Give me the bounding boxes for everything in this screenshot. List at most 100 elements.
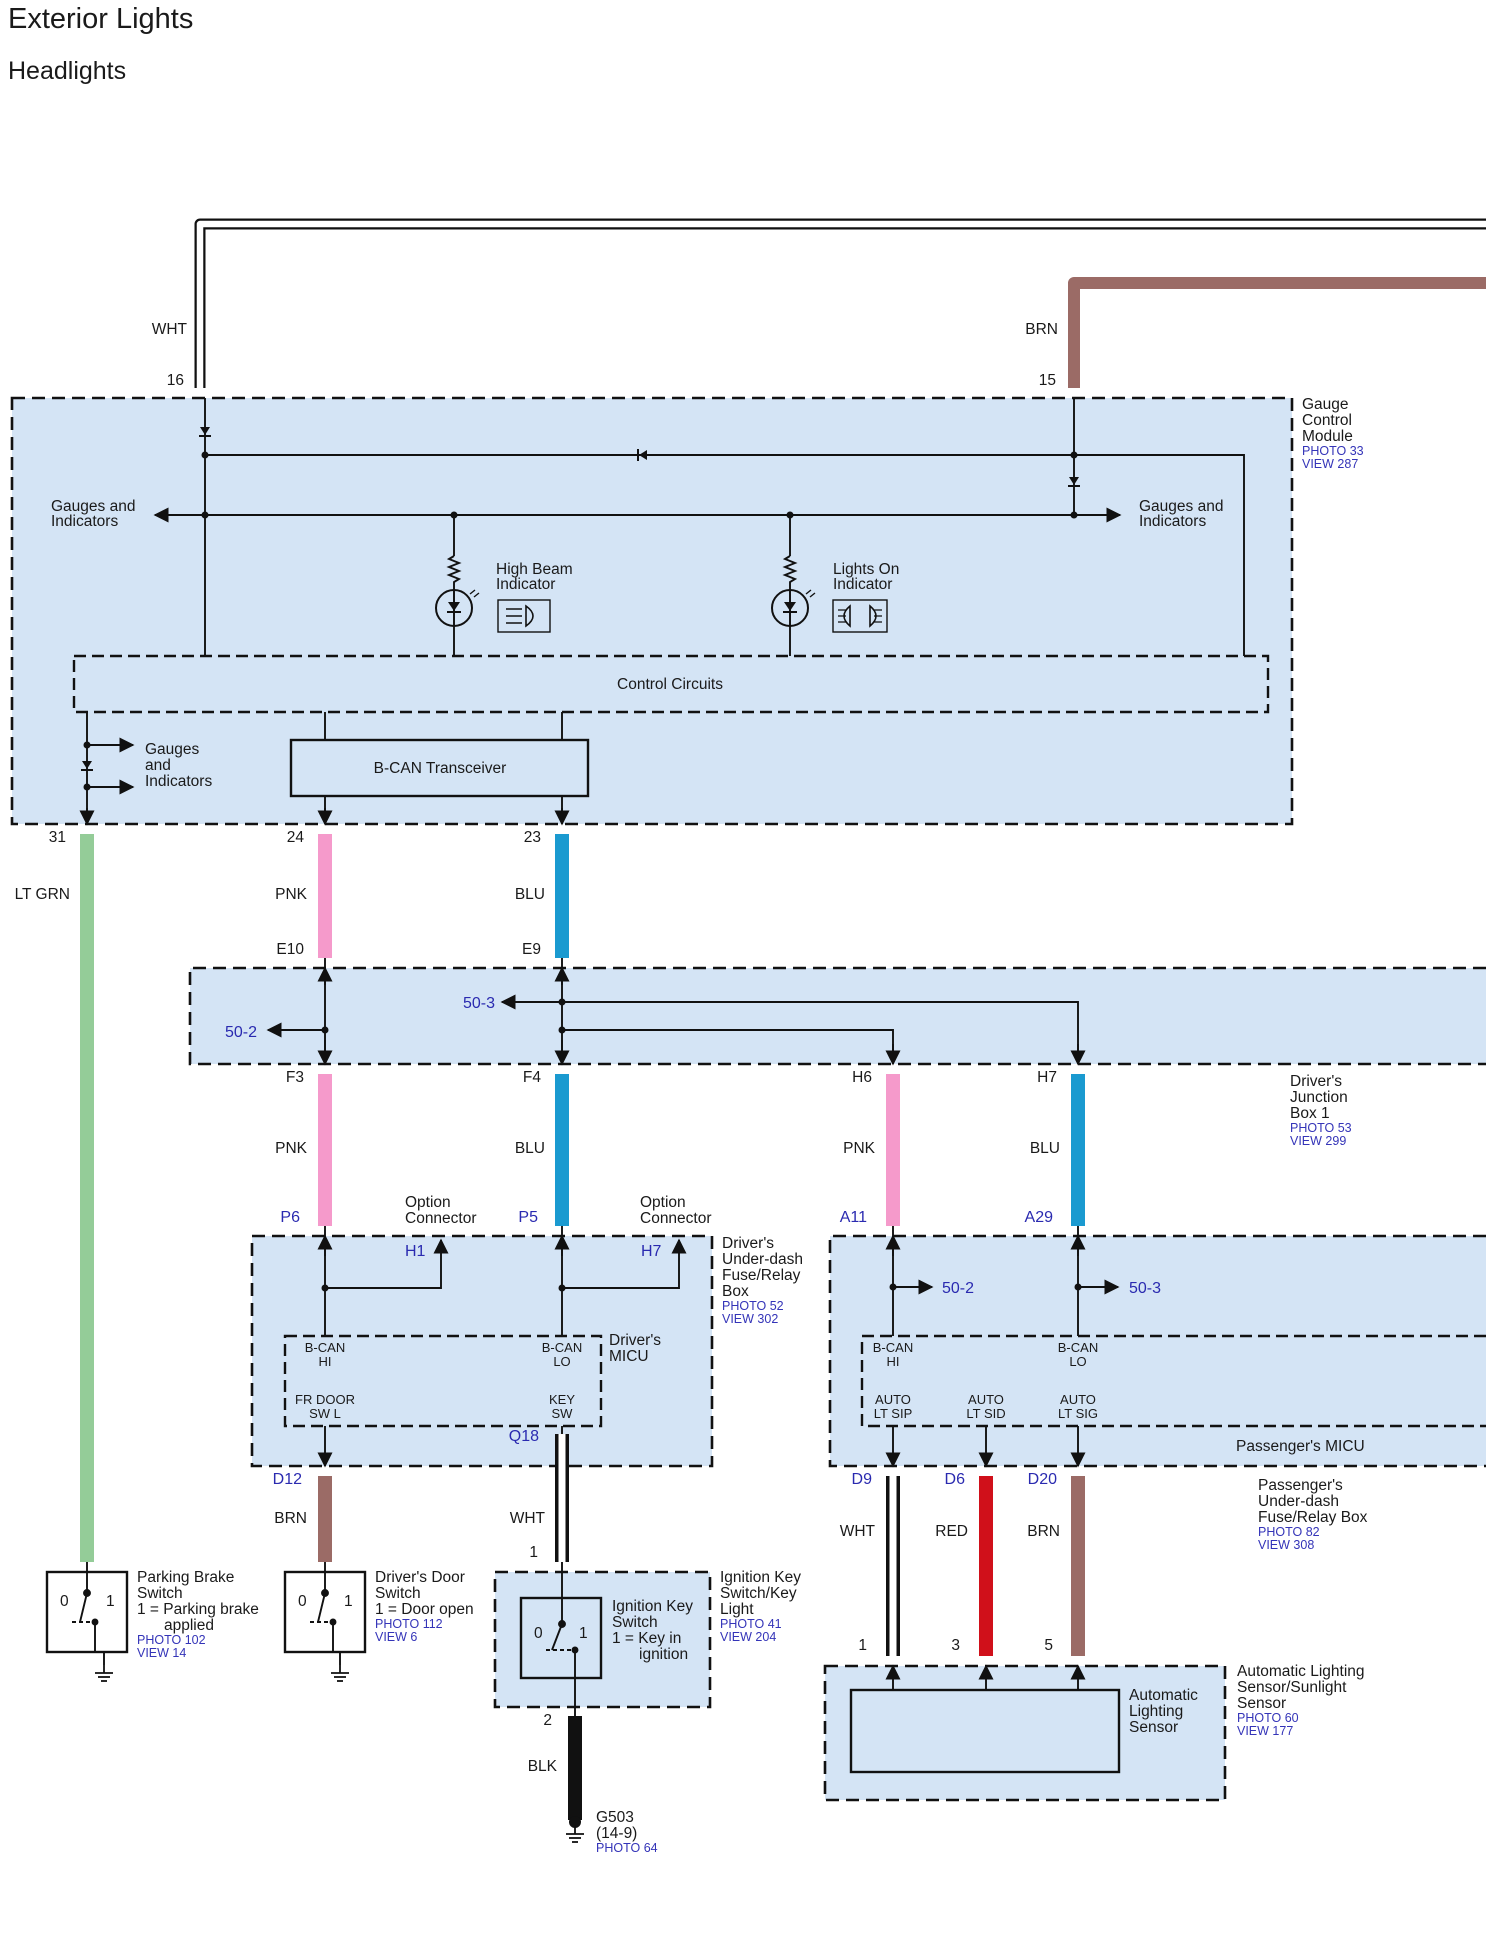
gauges-left-label: Gauges and [51, 498, 135, 515]
parking-brake-switch-symbol [72, 1562, 105, 1665]
svg-text:VIEW 6: VIEW 6 [375, 1630, 417, 1644]
ref-50-2: 50-2 [225, 1024, 257, 1041]
wire-color-label: PNK [275, 886, 308, 903]
svg-text:Automatic: Automatic [1129, 1687, 1198, 1704]
blu-wire [555, 834, 569, 958]
svg-text:Box 1: Box 1 [1290, 1105, 1330, 1122]
fr-door-label: FR DOOR [295, 1392, 355, 1407]
bcan-hi-label: B-CAN [305, 1340, 345, 1355]
pnk-wire [886, 1074, 900, 1226]
auto-lt-sid-label: AUTO [968, 1392, 1004, 1407]
sensor-inner-label: Automatic Lighting Sensor [1129, 1687, 1198, 1736]
auto-lt-sig-label: LT SIG [1058, 1406, 1098, 1421]
svg-text:Sensor/Sunlight: Sensor/Sunlight [1237, 1679, 1347, 1696]
bcan-hi-label: B-CAN [873, 1340, 913, 1355]
svg-text:1 = Parking brake: 1 = Parking brake [137, 1601, 259, 1618]
page-title: Exterior Lights [8, 3, 193, 35]
drivers-fuse-box-name: Driver's Under-dash Fuse/Relay Box PHOTO… [722, 1235, 803, 1326]
ground-symbol [94, 1664, 114, 1682]
ignition-switch-name: Ignition Key Switch/Key Light PHOTO 41 V… [720, 1569, 801, 1644]
key-sw-label: KEY [549, 1392, 575, 1407]
bcan-lo-label: LO [1069, 1354, 1086, 1369]
svg-text:applied: applied [164, 1617, 214, 1634]
auto-lt-sip-label: AUTO [875, 1392, 911, 1407]
section-title: Headlights [8, 57, 126, 85]
fr-door-label: SW L [309, 1406, 341, 1421]
blk-wire [568, 1716, 582, 1820]
key-sw-label: SW [552, 1406, 574, 1421]
high-beam-headlight-icon [497, 599, 551, 633]
wht-feed-wire [194, 218, 1486, 388]
svg-text:Sensor: Sensor [1237, 1695, 1286, 1712]
wire-color-label: BRN [274, 1510, 307, 1527]
bcan-transceiver-box [289, 738, 590, 798]
auto-lt-sig-label: AUTO [1060, 1392, 1096, 1407]
gauges-lower-label: Indicators [145, 773, 212, 790]
lights-on-label: Lights On [833, 561, 899, 578]
pin-label: 16 [167, 372, 184, 389]
drivers-micu-label: MICU [609, 1348, 649, 1365]
resistor-symbol [446, 555, 798, 590]
svg-text:Under-dash: Under-dash [722, 1251, 803, 1268]
svg-text:PHOTO 60: PHOTO 60 [1237, 1711, 1299, 1725]
pin-label: D20 [1028, 1471, 1057, 1488]
bcan-lo-label: B-CAN [1058, 1340, 1098, 1355]
pin-label: E10 [276, 941, 304, 958]
pnk-wire [318, 834, 332, 958]
wire-color-label: BRN [1025, 321, 1058, 338]
passengers-micu-box [860, 1334, 1486, 1428]
ignition-inner-label: Ignition Key Switch 1 = Key in ignition [612, 1598, 693, 1663]
high-beam-label: High Beam [496, 561, 573, 578]
ref-50-2: 50-2 [942, 1280, 974, 1297]
pin-label: P5 [518, 1209, 538, 1226]
wire-color-label: BLU [515, 886, 545, 903]
pin-label: 24 [287, 829, 305, 846]
pin-label: P6 [280, 1209, 300, 1226]
lights-on-label: Indicator [833, 576, 892, 593]
junction-dots [83, 451, 1078, 791]
ref-50-3: 50-3 [1129, 1280, 1161, 1297]
passengers-fuse-relay-box [828, 1234, 1486, 1468]
switch-position-0: 0 [534, 1625, 543, 1642]
junction-dots [889, 1283, 1082, 1291]
svg-text:Driver's: Driver's [1290, 1073, 1342, 1090]
svg-text:Gauge: Gauge [1302, 396, 1349, 413]
wire-color-label: WHT [152, 321, 188, 338]
wire-color-label: PNK [275, 1140, 308, 1157]
pin-label: 1 [858, 1637, 867, 1654]
svg-text:Driver's: Driver's [722, 1235, 774, 1252]
pin-label: D12 [273, 1471, 302, 1488]
pin-label: 5 [1044, 1637, 1053, 1654]
pin-label: A29 [1025, 1209, 1054, 1226]
svg-text:Fuse/Relay: Fuse/Relay [722, 1267, 801, 1284]
switch-position-1: 1 [344, 1593, 353, 1610]
svg-text:PHOTO 41: PHOTO 41 [720, 1617, 782, 1631]
bcan-lo-label: LO [553, 1354, 570, 1369]
pin-label: 2 [543, 1712, 552, 1729]
wire-color-label: WHT [840, 1523, 876, 1540]
svg-text:Parking Brake: Parking Brake [137, 1569, 234, 1586]
pin-label: H7 [1037, 1069, 1057, 1086]
diode-symbol [81, 427, 1080, 771]
option-connector-label: Connector [640, 1210, 712, 1227]
wire-color-label: BLK [528, 1758, 558, 1775]
drivers-fuse-relay-box [250, 1234, 714, 1468]
svg-text:Junction: Junction [1290, 1089, 1348, 1106]
svg-text:PHOTO 64: PHOTO 64 [596, 1841, 658, 1855]
svg-text:ignition: ignition [639, 1646, 688, 1663]
pnk-wire [318, 1074, 332, 1226]
gauges-right-label: Gauges and [1139, 498, 1223, 515]
wire-color-label: BRN [1027, 1523, 1060, 1540]
passengers-fuse-box-wiring [885, 1226, 1120, 1468]
pin-label: 15 [1039, 372, 1056, 389]
pin-label: H1 [405, 1243, 426, 1260]
door-switch-symbol [310, 1562, 341, 1665]
drivers-micu-box [283, 1334, 603, 1428]
junction-dots [321, 998, 566, 1034]
ground-symbol [330, 1664, 350, 1682]
gauges-left-label: Indicators [51, 513, 118, 530]
pin-label: 3 [951, 1637, 960, 1654]
high-beam-label: Indicator [496, 576, 555, 593]
